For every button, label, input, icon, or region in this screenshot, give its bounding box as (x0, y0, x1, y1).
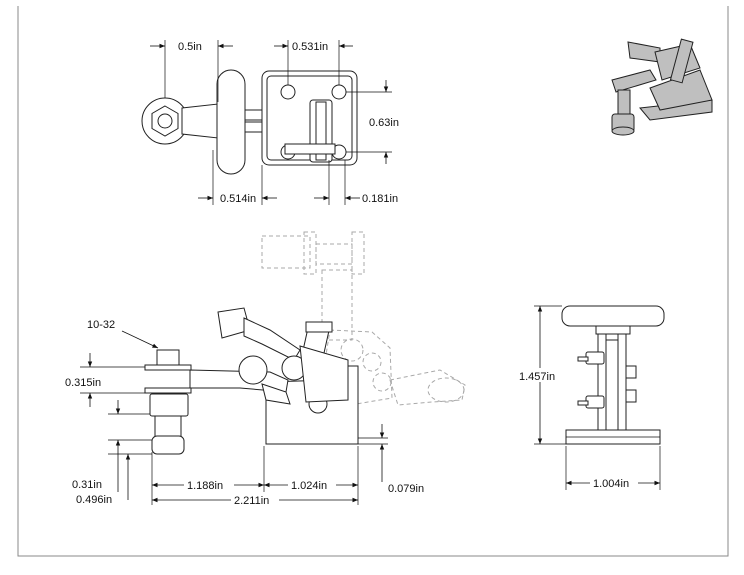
dim-0.31in: 0.31in (72, 479, 102, 491)
dim-0.63in: 0.63in (369, 117, 399, 129)
thread-callout: 10-32 (87, 319, 115, 331)
dim-1.024in: 1.024in (291, 480, 327, 492)
drawing-frame (17, 6, 729, 557)
mount-hole (331, 84, 347, 100)
dim-2.211in: 2.211in (234, 495, 269, 507)
dim-1.188in: 1.188in (187, 480, 223, 492)
dim-1.457in: 1.457in (519, 371, 555, 383)
mount-hole (280, 84, 296, 100)
dim-0.079in: 0.079in (388, 483, 424, 495)
phantom-open-position (261, 231, 466, 406)
iso-view-toggle-clamp-icon (611, 38, 713, 136)
dim-0.496in: 0.496in (76, 494, 112, 506)
dim-0.531in: 0.531in (292, 41, 328, 53)
dim-0.181in: 0.181in (362, 193, 398, 205)
front-view: 10-32 0.315in 0.31in 0.496in 1.188in 1.0… (65, 231, 466, 507)
dim-1.004in: 1.004in (593, 478, 629, 490)
side-view: 1.457in 1.004in (516, 305, 665, 490)
dim-0.5in: 0.5in (178, 41, 202, 53)
dim-0.315in: 0.315in (65, 377, 101, 389)
dim-0.514in: 0.514in (220, 193, 256, 205)
top-view: 0.5in 0.531in 0.63in 0.514in 0.181in (141, 40, 399, 205)
